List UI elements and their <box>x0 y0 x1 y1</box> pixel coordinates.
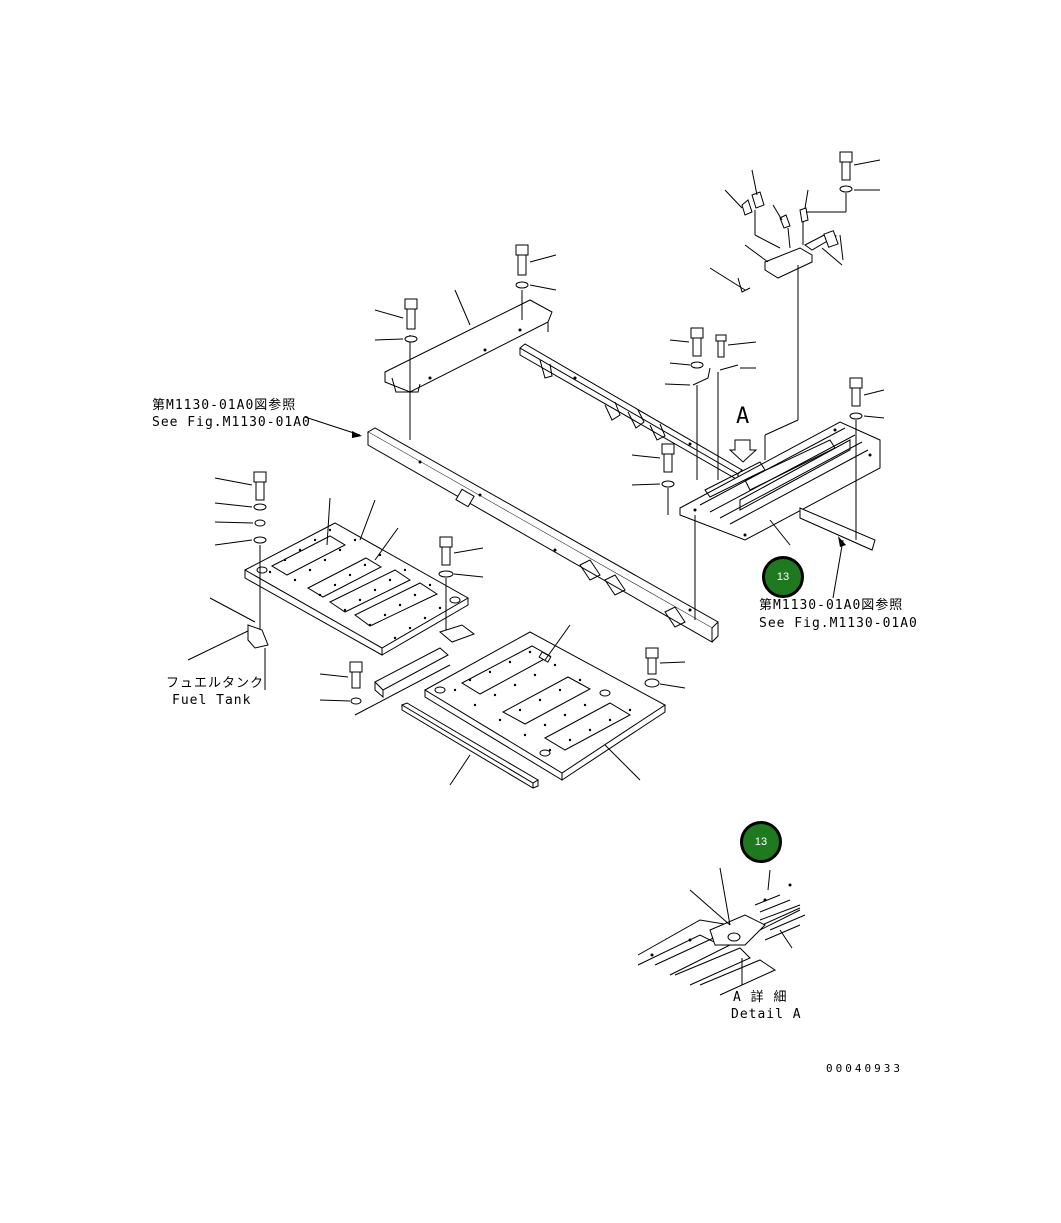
bracket <box>438 624 476 643</box>
view-letter-label: A <box>736 404 751 429</box>
long-bar <box>400 702 539 789</box>
bolt-icon <box>644 647 686 689</box>
reference-label-jp: 第M1130-01A0図参照 <box>759 598 904 613</box>
reference-label-en: See Fig.M1130-01A0 <box>152 415 311 430</box>
fuel-tank-label-en: Fuel Tank <box>172 693 252 708</box>
reference-label-en: See Fig.M1130-01A0 <box>759 616 918 631</box>
drawing-number: 00040933 <box>826 1062 903 1075</box>
bolt-icon <box>631 443 675 515</box>
bolt-icon <box>664 327 711 480</box>
bolt-icon <box>515 244 557 291</box>
leader-line <box>304 416 361 436</box>
callout-marker[interactable]: 13 <box>762 556 804 598</box>
callout-number: 13 <box>754 836 768 848</box>
cross-member <box>366 427 719 643</box>
center-floor-plate <box>424 624 666 781</box>
fuel-tank-bracket <box>187 597 269 690</box>
bolt-icon <box>319 661 363 705</box>
arrow-head-icon <box>352 431 362 438</box>
detail-a-inset <box>637 867 806 996</box>
callout-number: 13 <box>776 571 790 583</box>
bolt-icon <box>374 298 418 343</box>
bolt-icon <box>849 377 885 540</box>
arrow-head-icon <box>838 536 846 547</box>
upper-right-rail <box>519 343 743 481</box>
screw-icon <box>715 334 757 480</box>
small-parts-cluster <box>709 169 844 460</box>
bolt-icon <box>214 471 267 640</box>
bolt-icon <box>806 151 881 213</box>
left-floor-plate <box>243 497 470 656</box>
leader-line <box>832 539 844 599</box>
upper-bracket-assembly <box>384 289 553 440</box>
right-step-assembly <box>679 421 881 551</box>
view-arrow-icon <box>728 439 758 463</box>
small-plate <box>354 647 451 716</box>
fuel-tank-label-jp: フュエルタンク <box>166 676 265 691</box>
callout-marker[interactable]: 13 <box>740 821 782 863</box>
reference-label-jp: 第M1130-01A0図参照 <box>152 398 297 413</box>
detail-label-jp: A 詳 細 <box>733 990 788 1005</box>
detail-label-en: Detail A <box>731 1007 802 1022</box>
bolt-icon <box>438 536 484 630</box>
